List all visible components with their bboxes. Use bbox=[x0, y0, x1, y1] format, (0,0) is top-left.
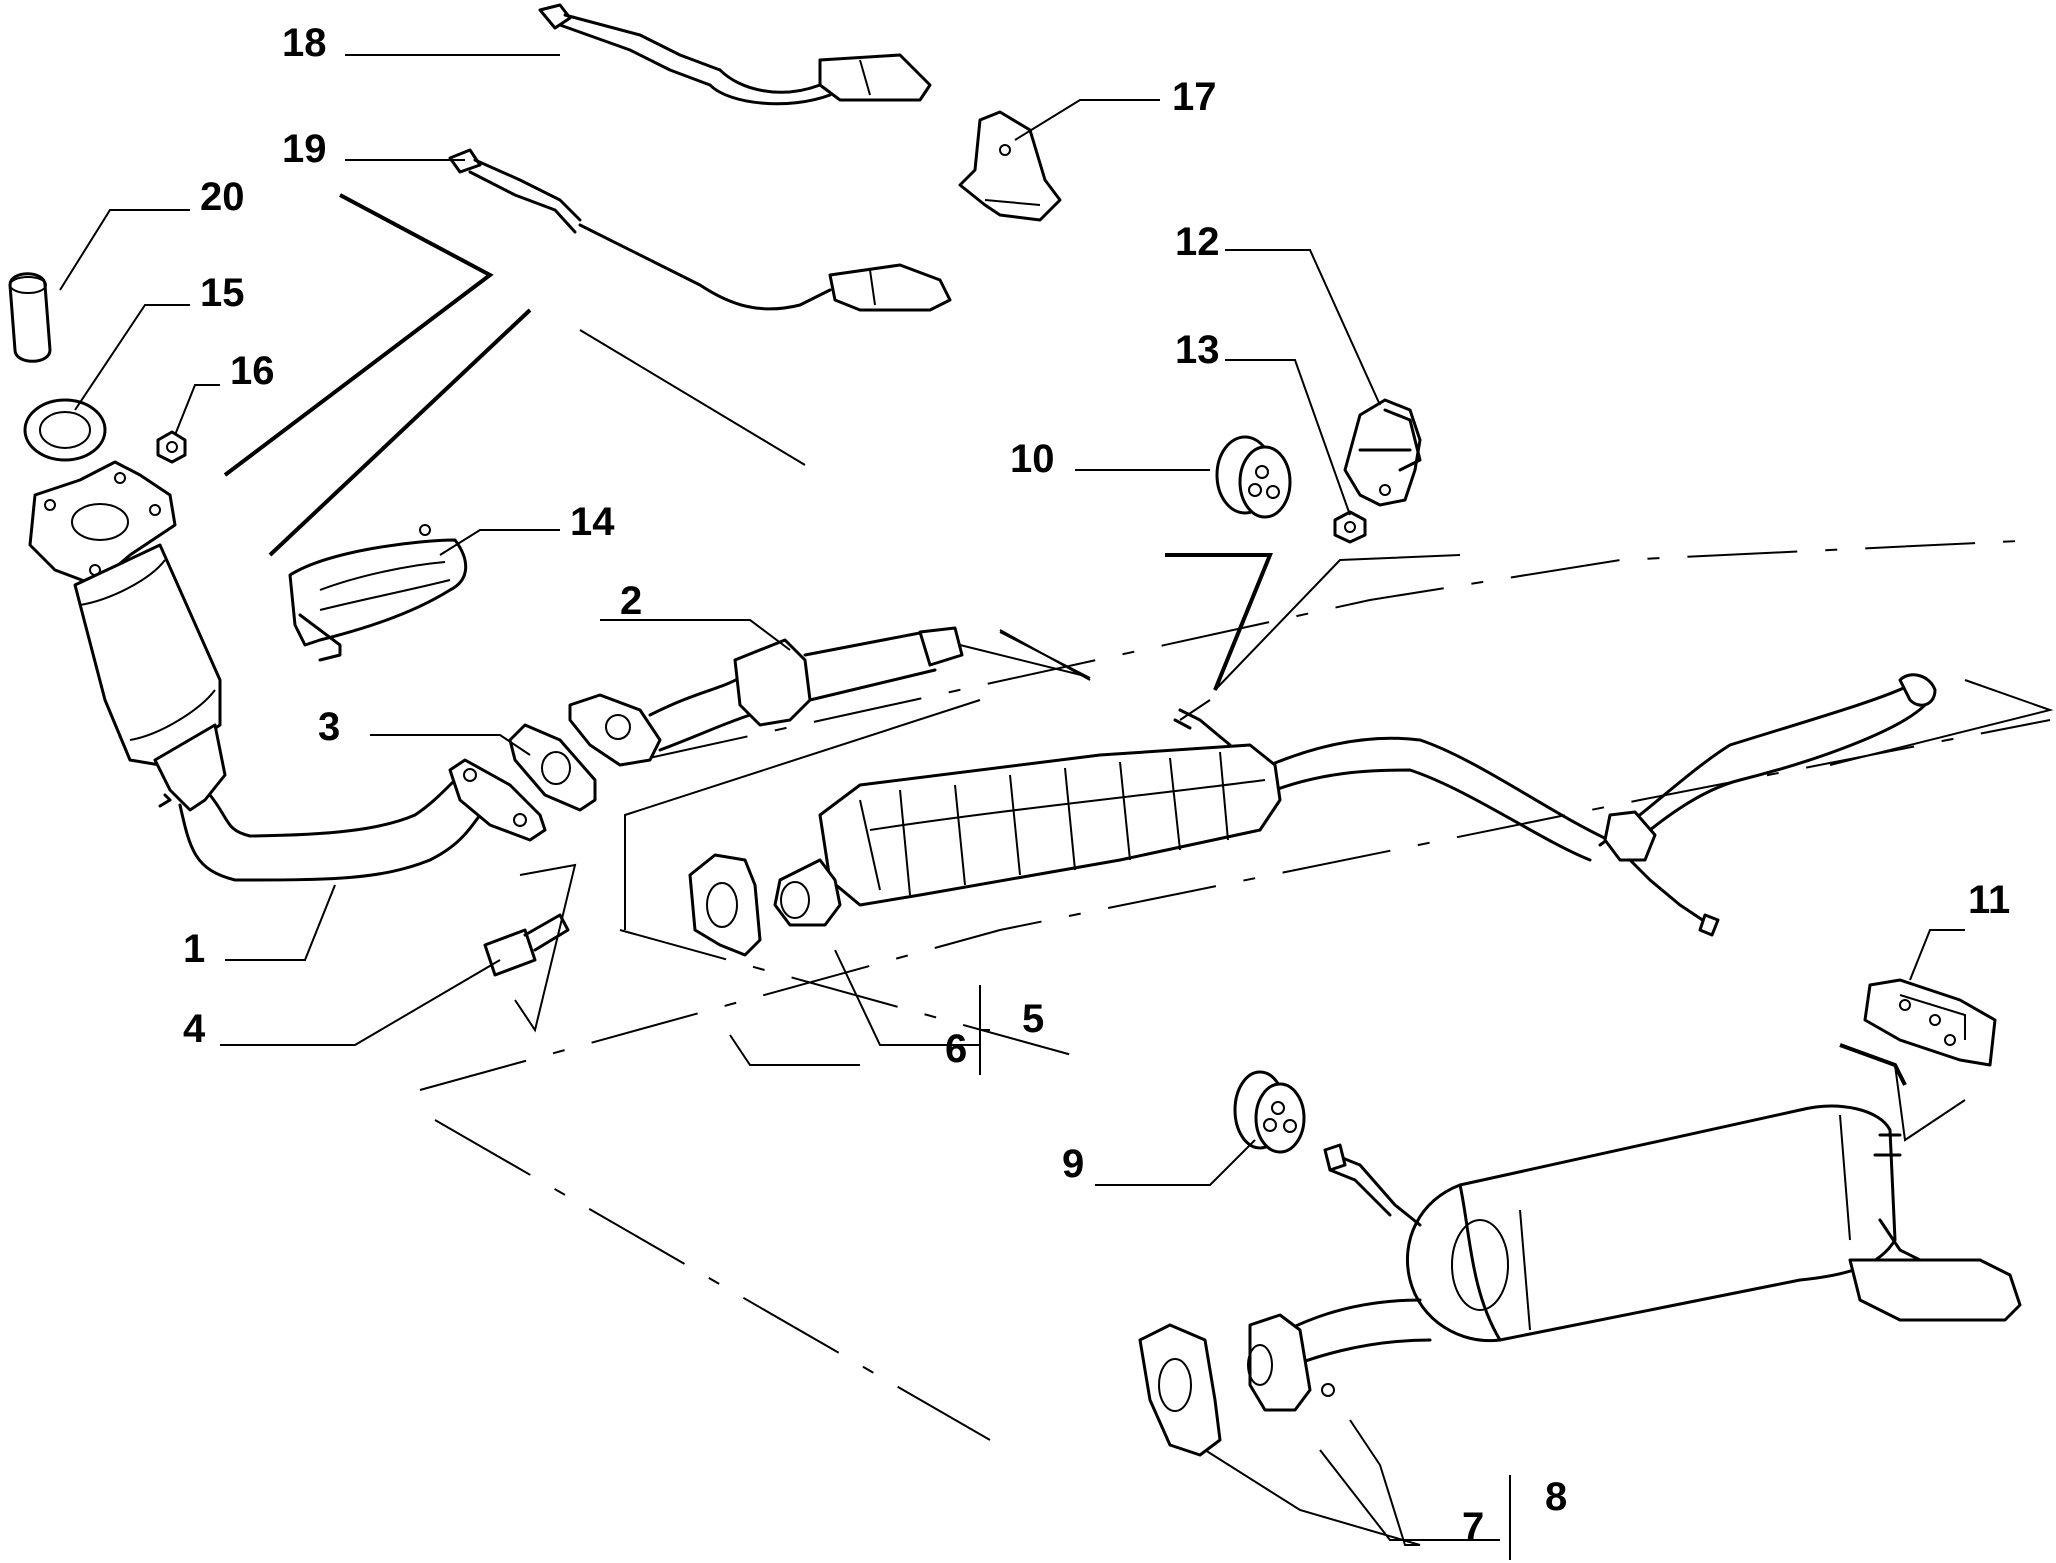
callout-1: 1 bbox=[183, 927, 205, 971]
callout-18: 18 bbox=[282, 21, 327, 65]
callout-11: 11 bbox=[1968, 878, 2010, 922]
assembly-guide-lines bbox=[419, 539, 2054, 1441]
callout-9: 9 bbox=[1062, 1142, 1084, 1186]
callout-4: 4 bbox=[183, 1007, 206, 1051]
callout-6: 6 bbox=[945, 1027, 967, 1071]
callout-14: 14 bbox=[570, 500, 615, 544]
nut-13 bbox=[1333, 510, 1367, 544]
oxygen-sensor-18 bbox=[538, 3, 932, 106]
sleeve-20 bbox=[8, 272, 52, 363]
gasket-ring-15 bbox=[23, 398, 107, 462]
rubber-mount-9 bbox=[1233, 1070, 1306, 1154]
callout-12: 12 bbox=[1175, 220, 1220, 264]
clamp-ring bbox=[288, 524, 468, 662]
callout-15: 15 bbox=[200, 271, 245, 315]
front-pipe-catalytic-converter bbox=[28, 460, 547, 882]
gaskets bbox=[508, 723, 597, 812]
callout-20: 20 bbox=[200, 175, 245, 219]
callout-2: 2 bbox=[620, 579, 642, 623]
bracket-17 bbox=[958, 110, 1062, 222]
exploded-view-guides bbox=[223, 193, 1966, 1142]
rear-silencer bbox=[1138, 1104, 2022, 1457]
callout-16: 16 bbox=[230, 349, 275, 393]
callout-leaders bbox=[59, 54, 1965, 1560]
intermediate-pipe bbox=[568, 626, 964, 767]
bracket-12 bbox=[1343, 398, 1422, 507]
oxygen-sensor-19 bbox=[448, 148, 952, 312]
hanger-block bbox=[1863, 978, 1997, 1067]
callout-10: 10 bbox=[1010, 437, 1055, 481]
callout-3: 3 bbox=[318, 705, 340, 749]
nut-16 bbox=[156, 430, 187, 464]
callout-labels: 18 17 19 20 15 16 12 13 10 14 2 3 1 4 5 … bbox=[183, 21, 2010, 1549]
rubber-mount-10 bbox=[1215, 435, 1292, 519]
callout-13: 13 bbox=[1175, 328, 1220, 372]
callout-19: 19 bbox=[282, 127, 327, 171]
center-muffler bbox=[688, 673, 1937, 957]
callout-5: 5 bbox=[1022, 997, 1044, 1041]
callout-8: 8 bbox=[1545, 1475, 1567, 1519]
callout-7: 7 bbox=[1462, 1505, 1484, 1549]
callout-17: 17 bbox=[1172, 75, 1217, 119]
